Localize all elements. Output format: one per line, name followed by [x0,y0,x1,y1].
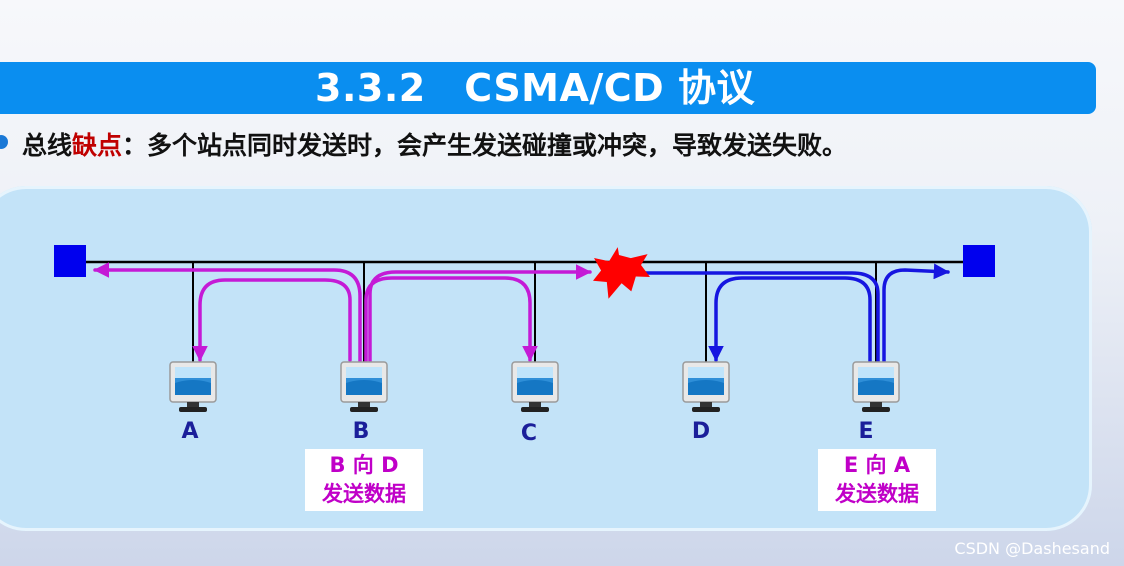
computer-a-icon [169,361,217,413]
note-b-to-d-line2: 发送数据 [322,482,406,506]
bullet-icon [0,135,8,149]
bullet-prefix: 总线 [22,131,73,160]
station-label-a: A [181,419,199,444]
e-signal-to-right-end [882,263,950,364]
e-signal-to-collision [638,271,880,364]
note-b-to-d: B 向 D 发送数据 [305,449,423,511]
slide-title: 3.3.2 CSMA/CD 协议 [315,66,755,110]
station-label-e: E [858,419,874,444]
b-signal-to-left-end [93,262,362,364]
computer-b-icon [340,361,388,413]
station-label-b: B [352,419,370,444]
terminator-right [963,245,995,277]
b-signal-to-a [192,278,352,362]
computer-d-icon [682,361,730,413]
bullet-rest: ：多个站点同时发送时，会产生发送碰撞或冲突，导致发送失败。 [122,131,848,160]
watermark: CSDN @Dashesand [954,539,1110,558]
note-e-to-a: E 向 A 发送数据 [818,449,936,511]
computer-e-icon [852,361,900,413]
bullet-text: 总线缺点：多个站点同时发送时，会产生发送碰撞或冲突，导致发送失败。 [22,128,847,164]
terminator-left [54,245,86,277]
b-signal [93,262,592,364]
b-signal-to-c [364,276,538,364]
e-signal-to-d [708,276,872,364]
note-e-to-a-line1: E 向 A [843,453,911,477]
title-bar [0,62,1096,114]
note-b-to-d-line1: B 向 D [329,453,399,477]
note-e-to-a-line2: 发送数据 [835,482,919,506]
bullet-highlight: 缺点 [72,131,123,160]
station-label-c: C [520,421,538,446]
collision-icon [593,247,650,299]
b-signal-to-collision [368,264,592,364]
e-signal [638,263,950,364]
computer-c-icon [511,361,559,413]
station-label-d: D [691,419,711,444]
